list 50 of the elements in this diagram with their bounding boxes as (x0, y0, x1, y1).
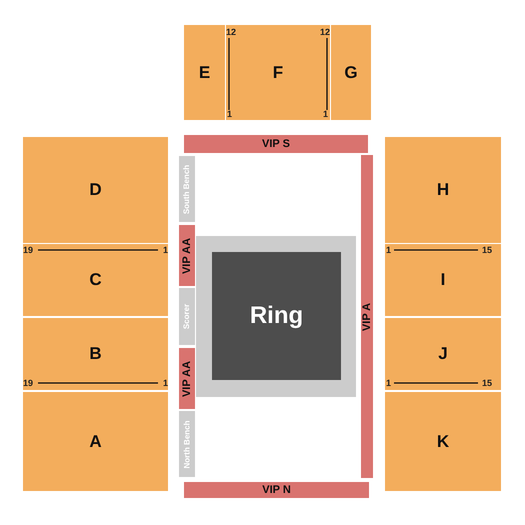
seating-section (23, 392, 168, 491)
seating-section (385, 318, 501, 390)
row-number: 1 (227, 109, 232, 119)
row-number: 19 (23, 245, 34, 255)
section-label: A (89, 432, 102, 452)
row-number: 1 (386, 378, 392, 388)
seating-section (226, 25, 330, 120)
row-number: 15 (482, 245, 492, 255)
section-label: E (198, 62, 210, 82)
seating-section (179, 225, 195, 286)
section-label: B (89, 344, 102, 364)
seating-section (23, 244, 168, 316)
seating-section (361, 155, 373, 478)
section-label: I (440, 270, 446, 290)
bench-area (179, 156, 195, 222)
row-number: 1 (386, 245, 392, 255)
row-number: 1 (323, 109, 328, 119)
row-number: 12 (320, 27, 330, 37)
section-label: Ring (250, 302, 304, 330)
section-label: VIP S (262, 138, 290, 150)
section-label: H (436, 180, 450, 200)
seating-section (184, 135, 368, 153)
seating-section (23, 137, 168, 243)
section-label: VIP N (262, 484, 291, 496)
section-label: J (438, 344, 448, 364)
boxing-ring (212, 252, 341, 380)
seating-section (23, 318, 168, 390)
section-label: VIP A (361, 302, 373, 331)
row-number: 12 (226, 27, 236, 37)
seating-section (184, 25, 225, 120)
seating-section (179, 348, 195, 409)
section-label: VIP AA (181, 237, 193, 274)
row-number: 1 (163, 378, 168, 388)
section-label: K (436, 432, 450, 452)
row-number: 15 (482, 378, 492, 388)
scorer-area (179, 288, 195, 345)
section-label: C (89, 270, 102, 290)
seating-section (385, 392, 501, 491)
bench-area (179, 411, 195, 477)
section-label: G (344, 62, 358, 82)
seating-section (331, 25, 371, 120)
row-number: 1 (163, 245, 168, 255)
row-number: 19 (23, 378, 34, 388)
ring-apron (196, 236, 356, 397)
section-label: VIP AA (181, 360, 193, 397)
seating-section (385, 137, 501, 243)
seating-section (184, 482, 369, 498)
section-label: D (89, 180, 102, 200)
seating-section (385, 244, 501, 316)
section-label: F (272, 62, 284, 82)
